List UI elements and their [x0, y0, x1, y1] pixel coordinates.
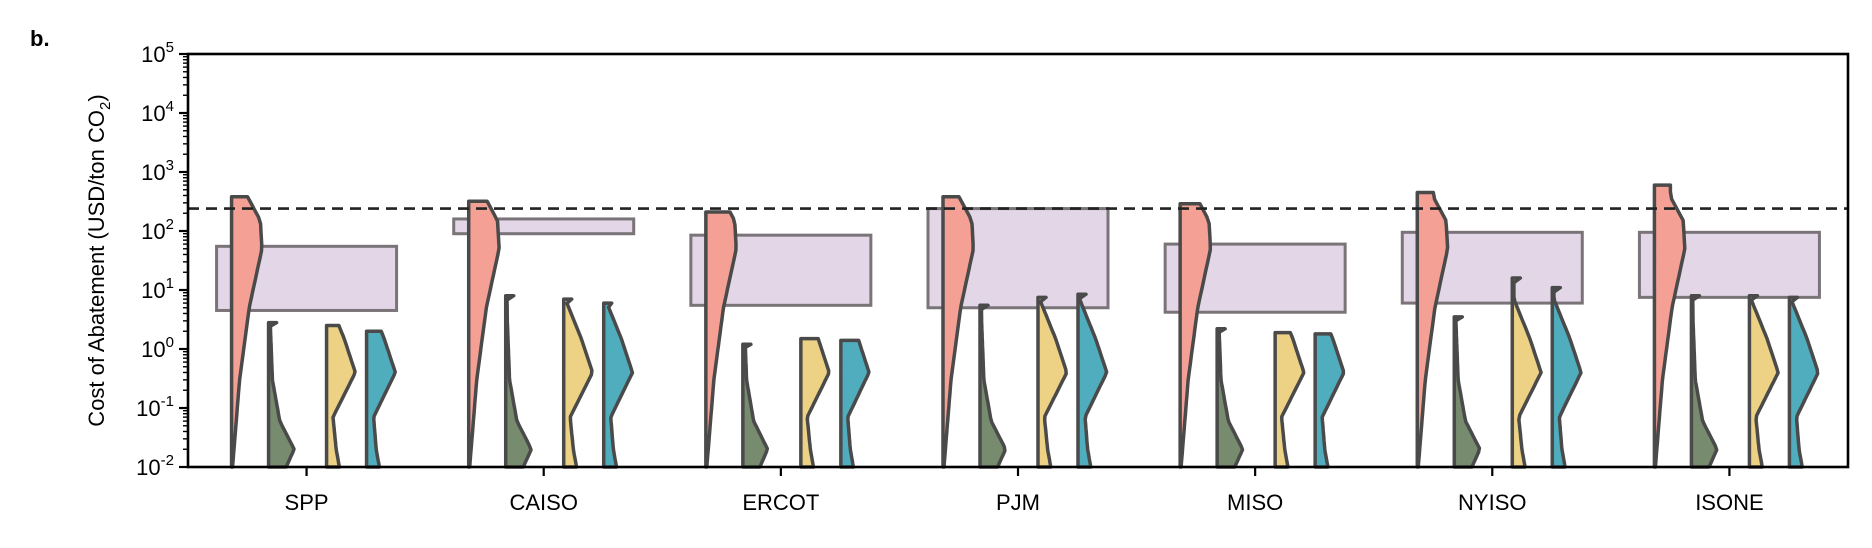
violin-pjm-series-2: [978, 303, 1007, 469]
violin-miso-series-4: [1313, 332, 1346, 469]
violin-caiso-series-2: [503, 293, 533, 469]
violin-nyiso-series-1: [1415, 190, 1450, 469]
y-tick-label: 103: [141, 157, 174, 185]
violin-miso-series-1: [1178, 201, 1213, 469]
y-tick-label: 105: [141, 39, 174, 67]
y-tick-label: 101: [141, 275, 174, 303]
violin-pjm-series-3: [1036, 295, 1068, 469]
x-tick-label-caiso: CAISO: [509, 490, 577, 515]
violin-caiso-series-1: [466, 199, 501, 469]
violin-caiso-series-3: [561, 297, 594, 469]
y-axis: 10-2 10-1 100 101 102 103 104 105: [136, 39, 188, 480]
violin-nyiso-series-4: [1550, 285, 1583, 469]
x-tick-label-nyiso: NYISO: [1458, 490, 1526, 515]
y-tick-label: 10-2: [136, 452, 174, 480]
range-boxes: [215, 207, 1821, 314]
x-tick-label-isone: ISONE: [1695, 490, 1763, 515]
x-tick-label-pjm: PJM: [996, 490, 1040, 515]
violin-isone-series-3: [1747, 293, 1780, 469]
y-tick-label: 104: [141, 98, 174, 126]
violin-groups: [229, 183, 1820, 469]
violin-ercot-series-2: [741, 342, 770, 469]
y-tick-label: 102: [141, 216, 174, 244]
x-tick-label-spp: SPP: [285, 490, 329, 515]
violin-isone-series-1: [1652, 183, 1687, 469]
violin-pjm-series-1: [941, 195, 975, 469]
y-axis-title: Cost of Abatement (USD/ton CO2): [84, 94, 114, 426]
violin-isone-series-4: [1787, 295, 1820, 469]
violin-nyiso-series-3: [1510, 276, 1543, 469]
x-tick-label-ercot: ERCOT: [742, 490, 819, 515]
violin-pjm-series-4: [1076, 292, 1109, 469]
violin-nyiso-series-2: [1452, 315, 1482, 469]
y-tick-label: 100: [141, 334, 174, 362]
y-tick-label: 10-1: [136, 393, 174, 421]
x-axis: SPP CAISO ERCOT PJM MISO NYISO ISONE: [285, 467, 1764, 515]
violin-miso-series-3: [1273, 330, 1306, 469]
violin-spp-series-2: [266, 320, 296, 469]
violin-ercot-series-4: [839, 338, 871, 469]
violin-caiso-series-4: [601, 301, 635, 469]
panel-label: b.: [30, 26, 50, 51]
violin-miso-series-2: [1215, 327, 1245, 469]
violin-spp-series-4: [364, 329, 397, 469]
violin-isone-series-2: [1689, 293, 1719, 469]
violin-ercot-series-3: [799, 336, 831, 469]
violin-ercot-series-1: [704, 210, 738, 469]
x-tick-label-miso: MISO: [1227, 490, 1283, 515]
violin-spp-series-1: [229, 195, 264, 469]
violin-spp-series-3: [324, 323, 357, 469]
